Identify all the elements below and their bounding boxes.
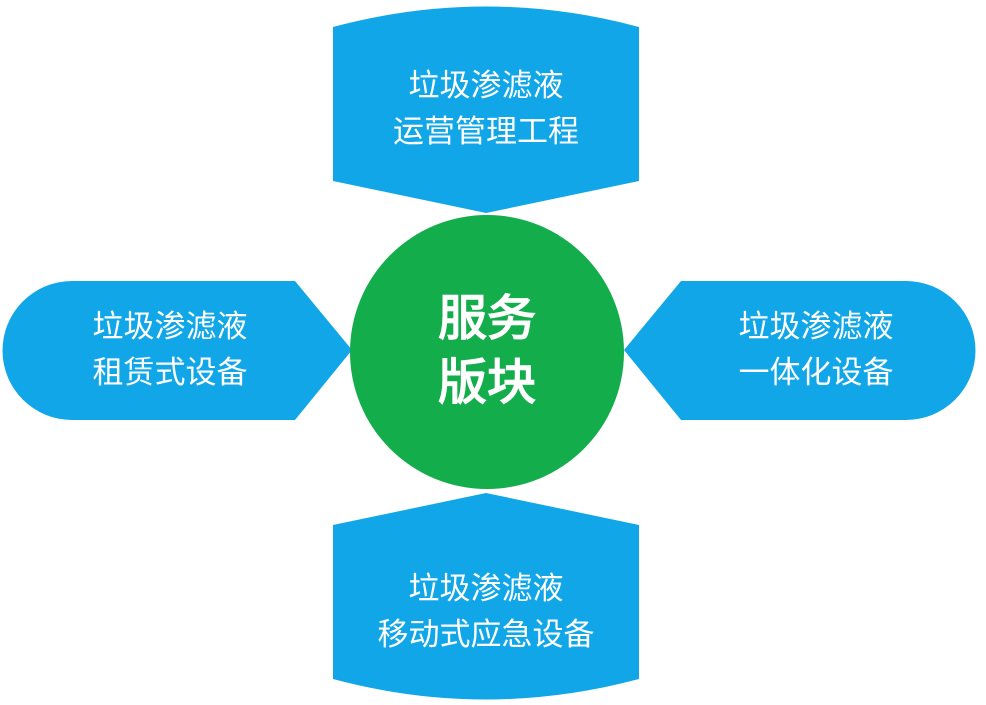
center-line1: 服务 bbox=[437, 290, 536, 347]
bottom-node-line2: 移动式应急设备 bbox=[377, 617, 595, 653]
bottom-node-line1: 垃圾渗滤液 bbox=[408, 571, 564, 607]
right-node-shape bbox=[624, 281, 976, 420]
left-node-line1: 垃圾渗滤液 bbox=[92, 309, 248, 345]
bottom-node-shape bbox=[333, 493, 639, 700]
right-node-label: 垃圾渗滤液 一体化设备 bbox=[666, 304, 966, 396]
right-node-line1: 垃圾渗滤液 bbox=[738, 309, 894, 345]
top-node-line1: 垃圾渗滤液 bbox=[408, 68, 564, 104]
top-node-line2: 运营管理工程 bbox=[393, 114, 579, 150]
right-node-line2: 一体化设备 bbox=[738, 355, 894, 391]
center-circle bbox=[350, 215, 624, 489]
top-node-shape bbox=[333, 6, 639, 213]
left-node-label: 垃圾渗滤液 租赁式设备 bbox=[20, 304, 320, 396]
left-node-line2: 租赁式设备 bbox=[92, 355, 248, 391]
center-label: 服务 版块 bbox=[387, 287, 587, 415]
center-line2: 版块 bbox=[437, 354, 536, 411]
bottom-node-label: 垃圾渗滤液 移动式应急设备 bbox=[336, 566, 636, 658]
top-node-label: 垃圾渗滤液 运营管理工程 bbox=[336, 63, 636, 155]
left-node-shape bbox=[2, 281, 353, 420]
